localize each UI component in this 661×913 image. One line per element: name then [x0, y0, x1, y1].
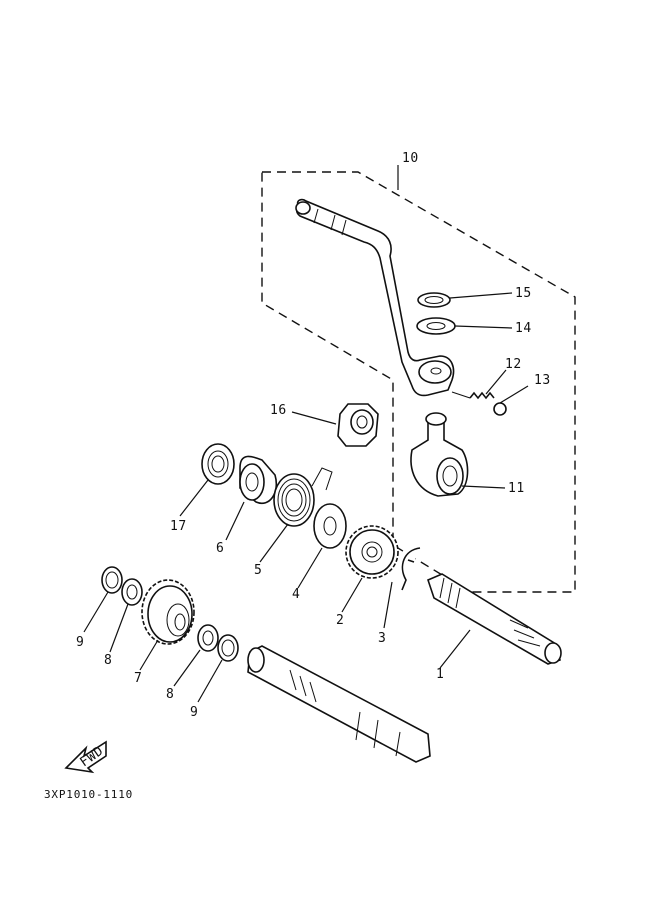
callout-9b: 9 [190, 705, 198, 720]
ball-13[interactable] [493, 402, 507, 416]
clip-3[interactable] [401, 547, 421, 591]
idle-gear-7[interactable] [141, 579, 195, 645]
kick-gear-2[interactable] [345, 525, 399, 579]
callout-14: 14 [515, 321, 532, 336]
callout-10: 10 [402, 151, 419, 166]
callout-6: 6 [216, 541, 224, 556]
callout-3: 3 [378, 631, 386, 646]
callout-5: 5 [254, 563, 262, 578]
callout-1: 1 [436, 667, 444, 682]
callout-2: 2 [336, 613, 344, 628]
circlip-9b[interactable] [217, 634, 239, 662]
kick-axle-1[interactable] [427, 573, 562, 665]
callout-12: 12 [505, 357, 522, 372]
washer-4[interactable] [313, 503, 347, 549]
washer-14[interactable] [416, 317, 456, 335]
callout-9a: 9 [76, 635, 84, 650]
leader-lines [83, 165, 529, 703]
nut-16[interactable] [337, 403, 379, 447]
spring-guide-6[interactable] [239, 455, 277, 505]
washer-8a[interactable] [121, 578, 143, 606]
callout-16: 16 [270, 403, 287, 418]
callout-17: 17 [170, 519, 187, 534]
oil-seal-17[interactable] [201, 443, 235, 485]
torsion-spring-5[interactable] [273, 467, 333, 527]
callout-8a: 8 [104, 653, 112, 668]
washer-8b[interactable] [197, 624, 219, 652]
callout-15: 15 [515, 286, 532, 301]
kick-lever-assembly-boundary [261, 171, 576, 593]
callout-4: 4 [292, 587, 300, 602]
part-code: 3XP1010-1110 [44, 788, 133, 801]
callout-7: 7 [134, 671, 142, 686]
fwd-arrow-icon: FWD [64, 740, 107, 774]
callout-11: 11 [508, 481, 525, 496]
spring-12[interactable] [451, 391, 495, 400]
circlip-15[interactable] [417, 292, 451, 308]
kick-boss-11[interactable] [410, 412, 469, 497]
shaft [247, 645, 431, 763]
circlip-9a[interactable] [101, 566, 123, 594]
kick-lever[interactable] [295, 198, 455, 397]
callout-8b: 8 [166, 687, 174, 702]
callout-13: 13 [534, 373, 551, 388]
